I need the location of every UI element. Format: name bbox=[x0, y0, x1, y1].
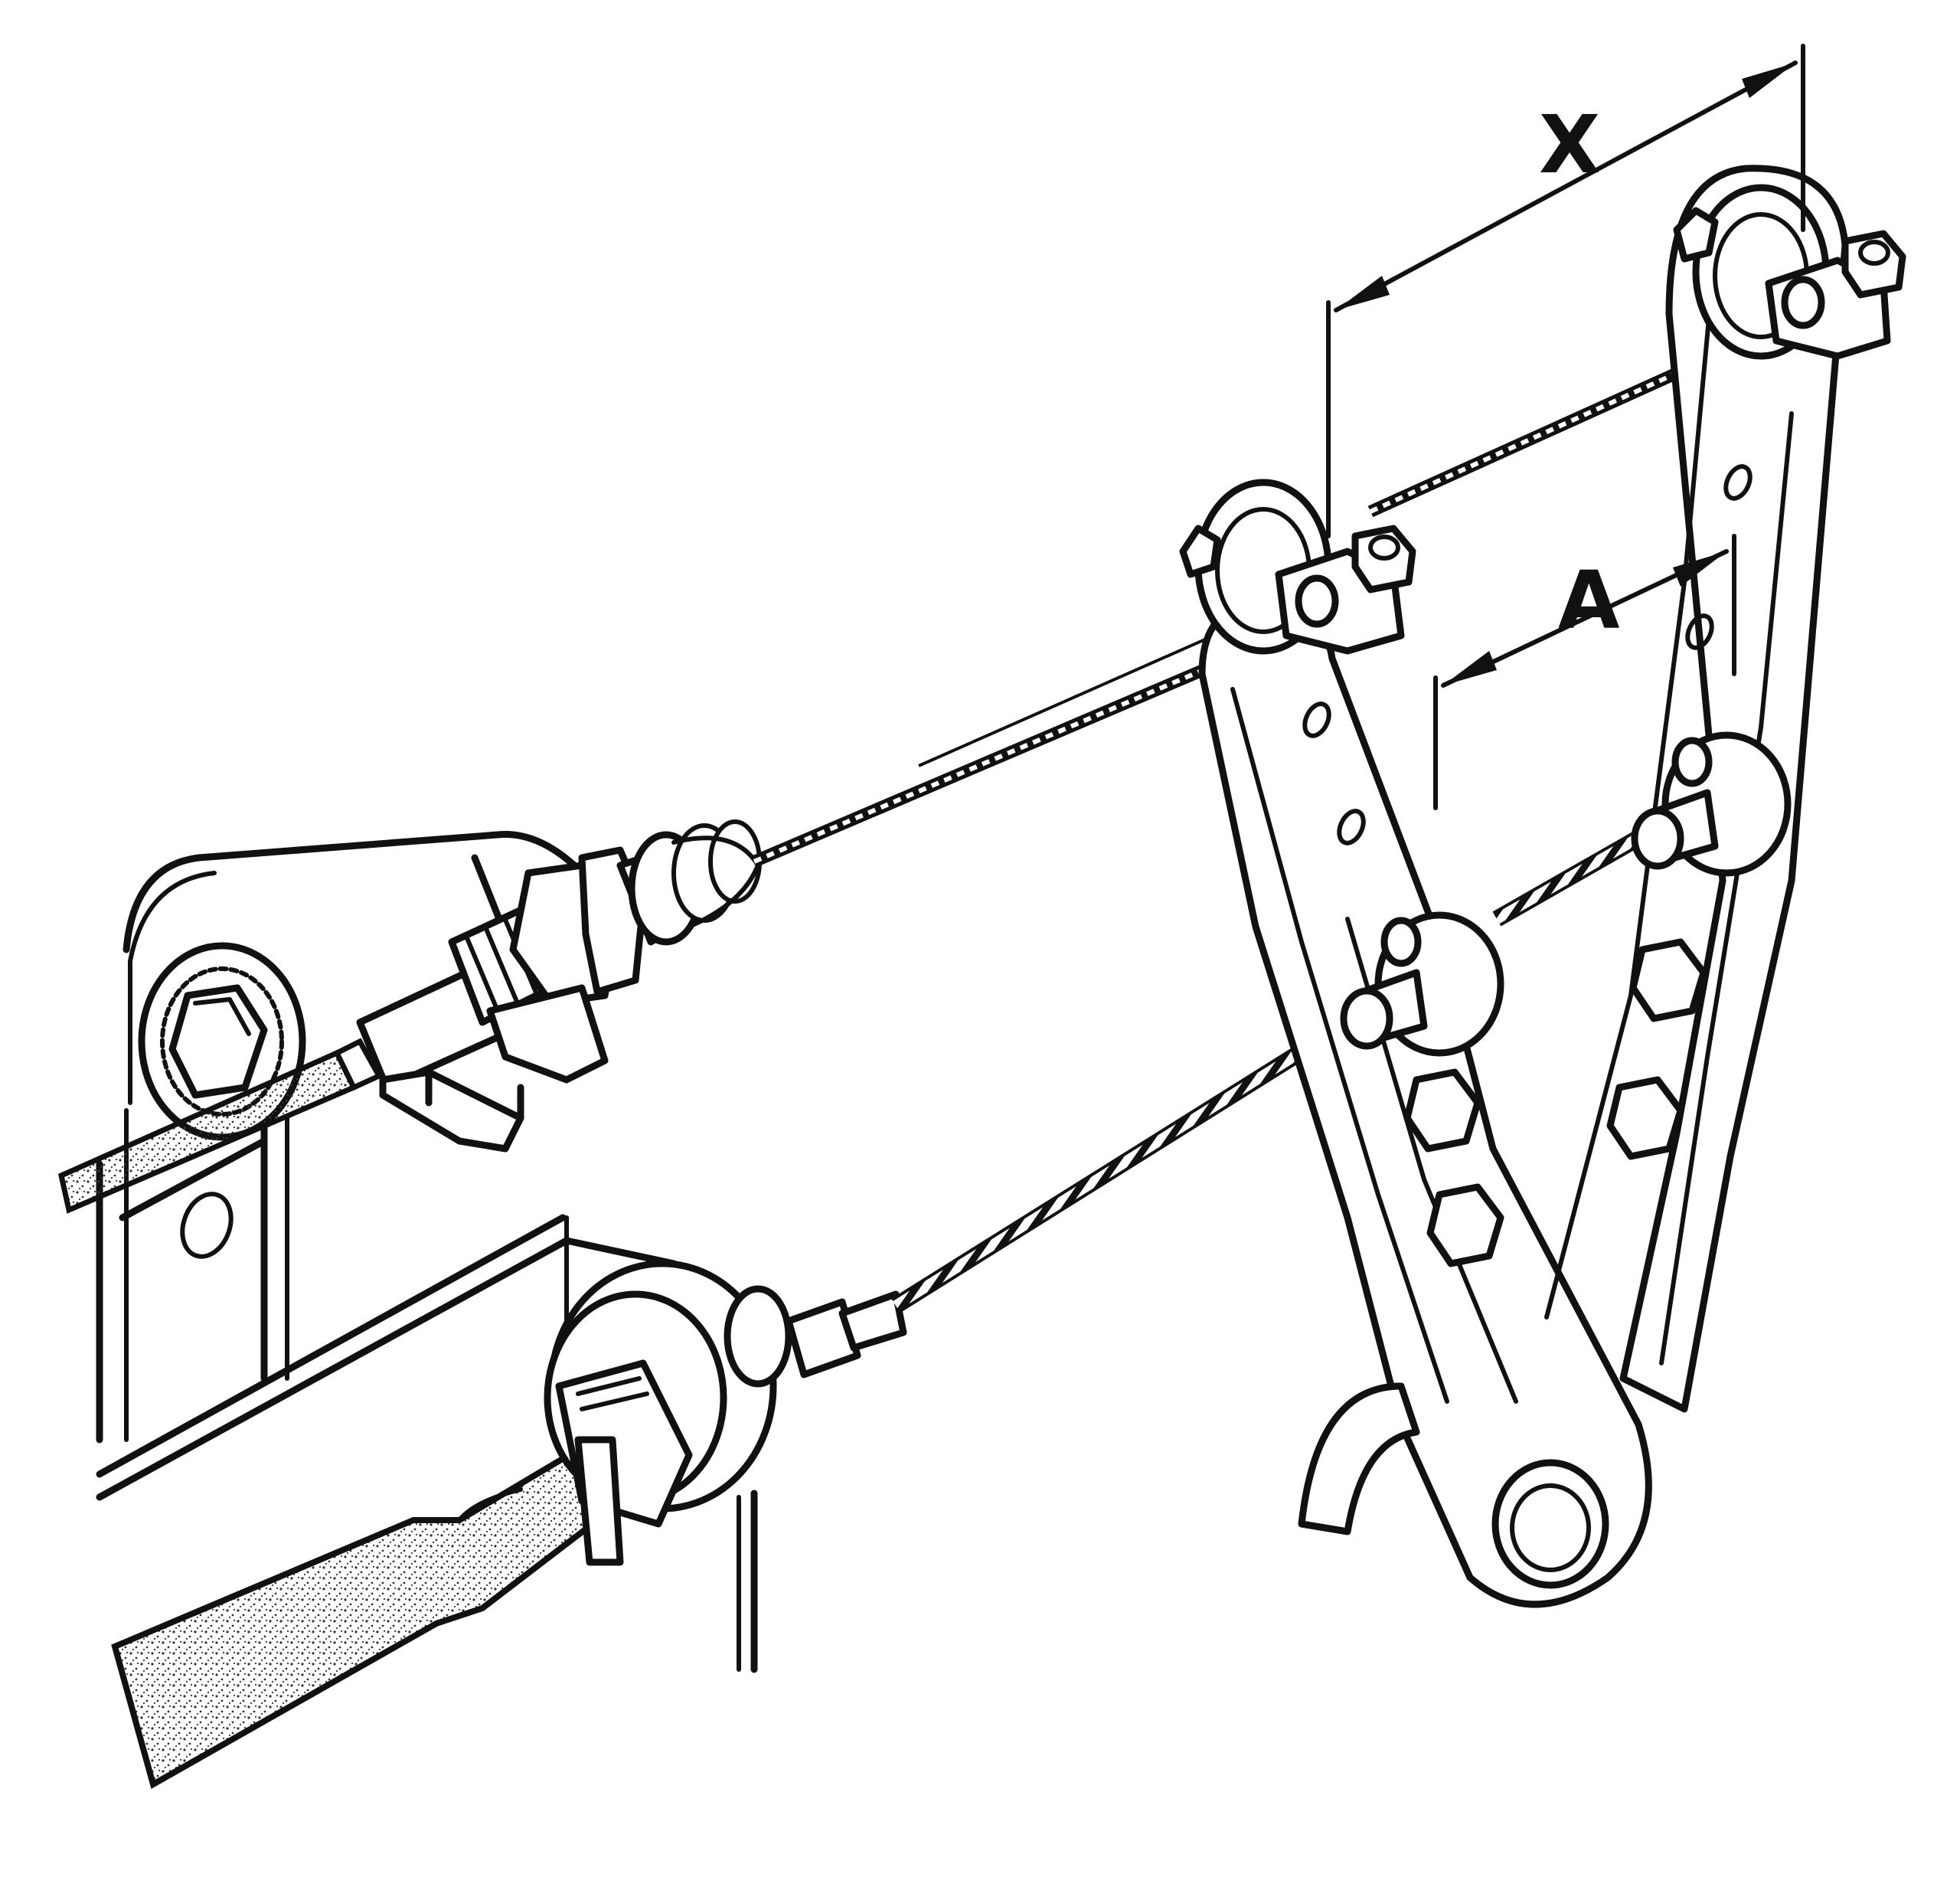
upper-cable-housing bbox=[57, 1038, 383, 1214]
dimension-a: A bbox=[1433, 534, 1736, 810]
upper-mounting-bracket bbox=[96, 831, 616, 1444]
upper-threaded-adjuster bbox=[356, 819, 762, 1091]
rear-cable-clamp bbox=[1673, 184, 1906, 360]
dimension-a-label: A bbox=[1558, 554, 1620, 647]
front-ball-joint bbox=[1340, 911, 1504, 1057]
front-cable-clamp bbox=[1179, 479, 1416, 655]
front-arm-bolts bbox=[1403, 1068, 1504, 1267]
rear-ball-joint bbox=[1631, 731, 1792, 877]
dimension-x: X bbox=[1326, 44, 1805, 538]
lower-cable-clip bbox=[544, 1260, 907, 1566]
dimension-x-label: X bbox=[1539, 98, 1600, 191]
lower-cable-housing bbox=[111, 1443, 617, 1790]
upper-bracket-tab bbox=[379, 984, 609, 1153]
rear-arm-bolts bbox=[1606, 938, 1707, 1160]
